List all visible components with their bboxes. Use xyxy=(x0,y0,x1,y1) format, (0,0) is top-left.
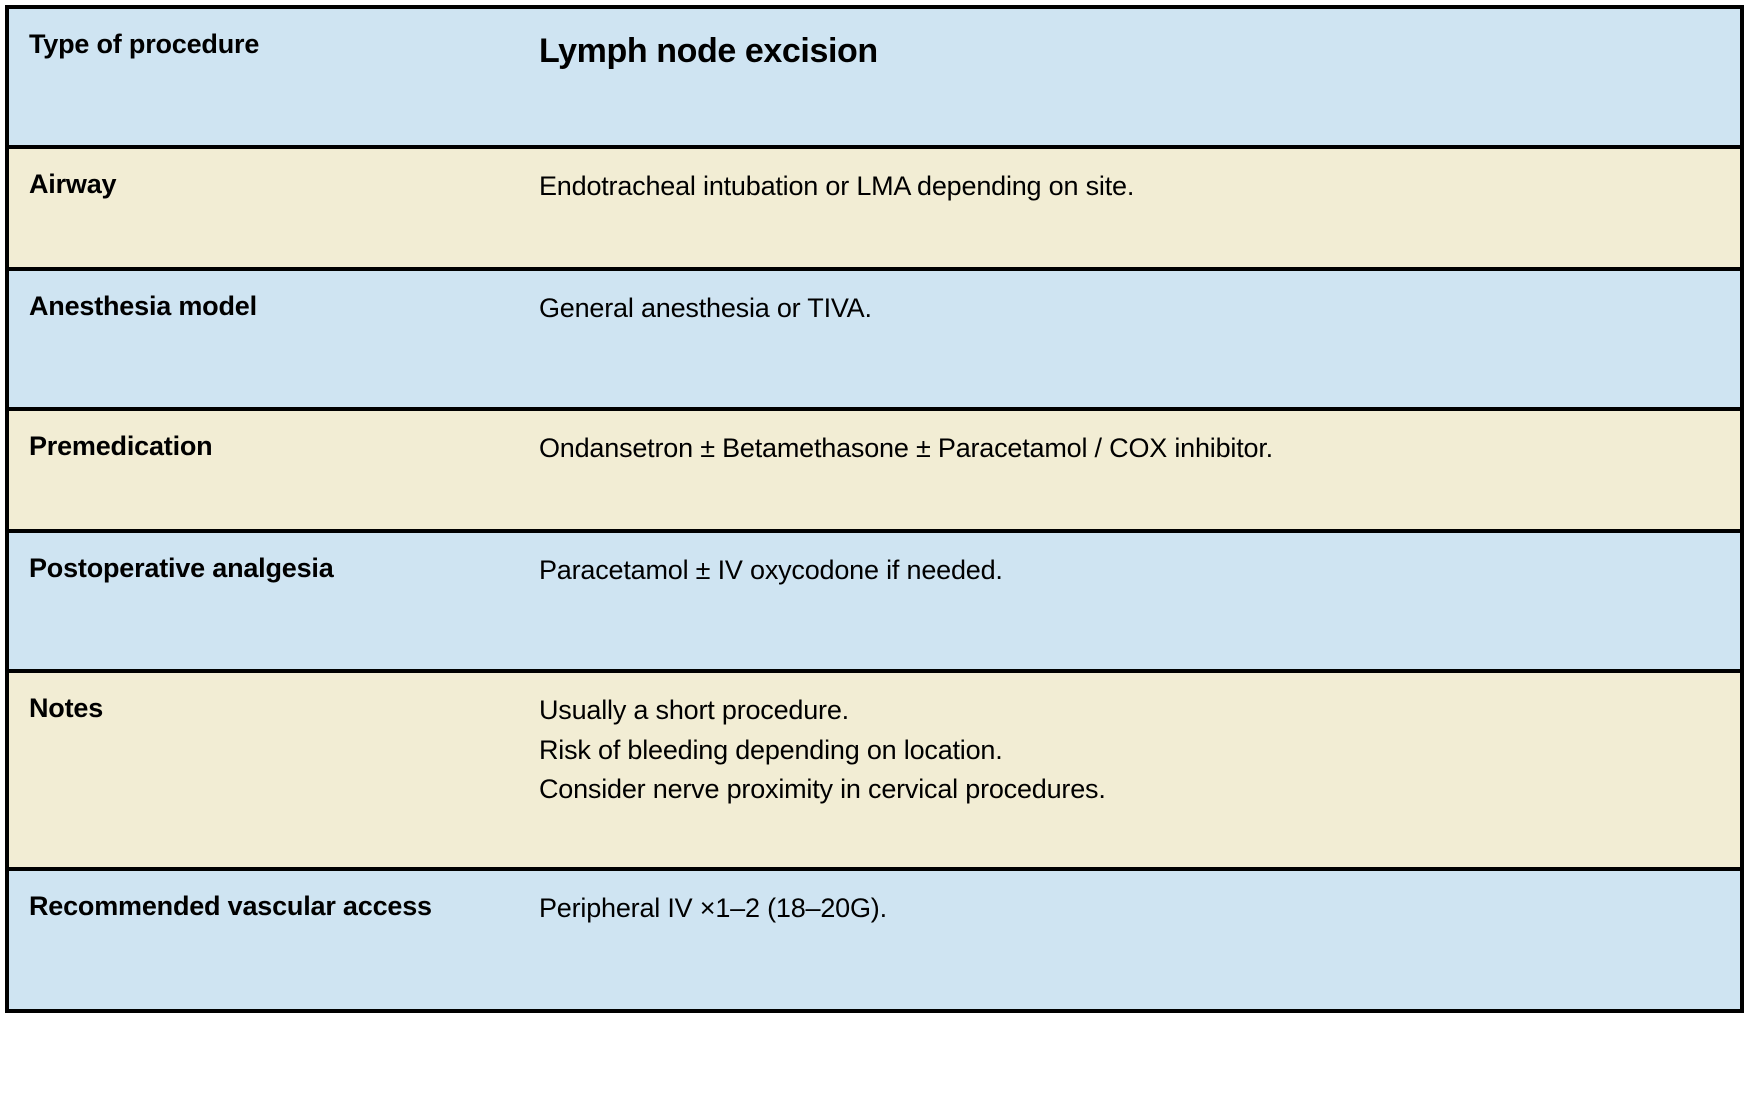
table-row-notes: Notes Usually a short procedure. Risk of… xyxy=(7,671,1742,869)
row-label-airway: Airway xyxy=(7,147,519,269)
header-value-cell: Lymph node excision xyxy=(519,7,1742,147)
row-value-premedication: Ondansetron ± Betamethasone ± Paracetamo… xyxy=(519,409,1742,531)
row-label-text: Recommended vascular access xyxy=(29,891,432,921)
notes-line-1: Usually a short procedure. xyxy=(539,695,849,725)
header-label-text: Type of procedure xyxy=(29,29,260,59)
row-value-text: General anesthesia or TIVA. xyxy=(539,293,872,323)
table-row-premedication: Premedication Ondansetron ± Betamethason… xyxy=(7,409,1742,531)
row-label-text: Premedication xyxy=(29,431,213,461)
table-row-anesthesia-model: Anesthesia model General anesthesia or T… xyxy=(7,269,1742,409)
row-value-recommended-vascular-access: Peripheral IV ×1–2 (18–20G). xyxy=(519,869,1742,1011)
row-label-recommended-vascular-access: Recommended vascular access xyxy=(7,869,519,1011)
row-value-text: Endotracheal intubation or LMA depending… xyxy=(539,171,1135,201)
row-value-text: Ondansetron ± Betamethasone ± Paracetamo… xyxy=(539,433,1273,463)
notes-line-3: Consider nerve proximity in cervical pro… xyxy=(539,774,1106,805)
notes-line-2: Risk of bleeding depending on location. xyxy=(539,734,1003,765)
row-value-text: Peripheral IV ×1–2 (18–20G). xyxy=(539,893,887,923)
row-label-text: Anesthesia model xyxy=(29,291,257,321)
procedure-summary-table: Type of procedure Lymph node excision Ai… xyxy=(5,5,1744,1013)
procedure-title: Lymph node excision xyxy=(539,32,878,70)
table-row-recommended-vascular-access: Recommended vascular access Peripheral I… xyxy=(7,869,1742,1011)
table-row-postoperative-analgesia: Postoperative analgesia Paracetamol ± IV… xyxy=(7,531,1742,671)
row-label-text: Notes xyxy=(29,693,104,723)
row-value-postoperative-analgesia: Paracetamol ± IV oxycodone if needed. xyxy=(519,531,1742,671)
header-label-cell: Type of procedure xyxy=(7,7,519,147)
row-value-airway: Endotracheal intubation or LMA depending… xyxy=(519,147,1742,269)
row-label-text: Postoperative analgesia xyxy=(29,553,334,583)
row-label-anesthesia-model: Anesthesia model xyxy=(7,269,519,409)
row-label-premedication: Premedication xyxy=(7,409,519,531)
row-value-text: Paracetamol ± IV oxycodone if needed. xyxy=(539,555,1003,585)
row-label-postoperative-analgesia: Postoperative analgesia xyxy=(7,531,519,671)
row-value-anesthesia-model: General anesthesia or TIVA. xyxy=(519,269,1742,409)
row-label-text: Airway xyxy=(29,169,117,199)
table-header-row: Type of procedure Lymph node excision xyxy=(7,7,1742,147)
row-label-notes: Notes xyxy=(7,671,519,869)
table-row-airway: Airway Endotracheal intubation or LMA de… xyxy=(7,147,1742,269)
row-value-notes: Usually a short procedure. Risk of bleed… xyxy=(519,671,1742,869)
